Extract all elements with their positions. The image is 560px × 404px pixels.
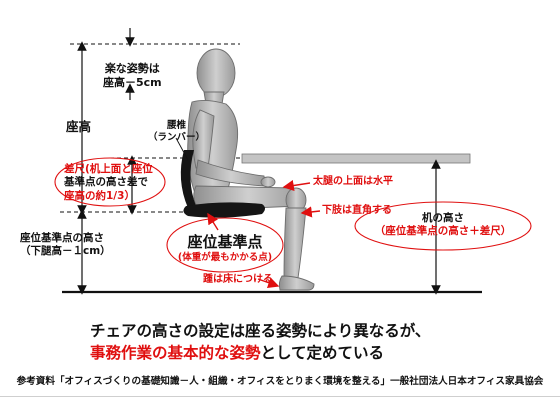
lower-leg-label: 下肢は直角する: [322, 205, 392, 216]
desk-height-label: 机の高さ （座位基準点の高さ＋差尺）: [374, 212, 512, 238]
relaxed-posture-label: 楽な姿勢は 座高－5cm: [103, 62, 162, 90]
bottom-divider: [0, 396, 560, 397]
headline-rest: として定めている: [260, 344, 385, 362]
desk-height-ellipse: [354, 201, 532, 251]
thigh-arrow: [282, 179, 311, 192]
headline-emphasis: 事務作業の基本的な姿勢: [90, 344, 261, 362]
desk-top: [241, 153, 471, 164]
source-credit: 参考資料「オフィスづくりの基礎知識－人・組織・オフィスをとりまく環境を整える」一…: [16, 376, 544, 387]
seat-cushion: [183, 202, 265, 218]
thigh-horizontal-label: 太腿の上面は水平: [313, 176, 393, 187]
seat-reference-point-label: 座位基準点 (体重が最もかかる点): [177, 233, 273, 264]
difference-ellipse: [54, 157, 166, 207]
seat-reference-height-label: 座位基準点の高さ （下腿高－１cm）: [20, 232, 111, 258]
heel-arrow: [257, 277, 280, 289]
headline-line-1: チェアの高さの設定は座る姿勢により異なるが、: [90, 322, 431, 340]
sitting-height-label: 座高: [66, 119, 92, 134]
seat-reference-ellipse: [166, 217, 284, 273]
lumbar-support-pad: [180, 150, 196, 208]
lumbar-support-label: 腰椎 （ランバー）: [148, 120, 206, 144]
headline-line-2: 事務作業の基本的な姿勢として定めている: [90, 341, 384, 363]
heels-on-floor-label: 踵は床につける: [203, 274, 273, 285]
seat-point-arrow: [207, 212, 219, 231]
difference-label: 差尺(机上面と座位 基準点の高さ差で 座高の約1/3）: [64, 163, 153, 202]
lower-leg-arrow: [300, 206, 321, 218]
